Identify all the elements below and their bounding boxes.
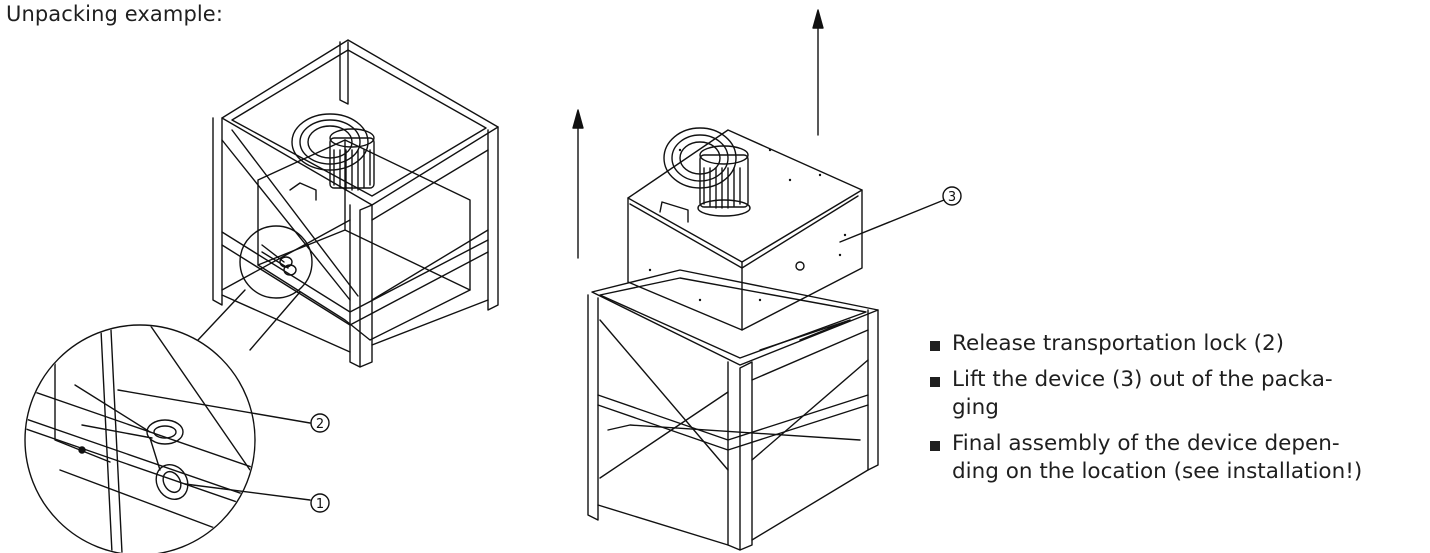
svg-text:1: 1	[316, 497, 324, 512]
step-item: Lift the device (3) out of the packa- gi…	[928, 366, 1428, 422]
page-heading: Unpacking example:	[6, 2, 223, 26]
svg-text:3: 3	[948, 190, 956, 205]
open-packaging-crate	[587, 269, 879, 551]
zoom-connector-line	[249, 291, 301, 351]
zoom-connector-line	[197, 289, 246, 341]
magnified-strap-detail	[24, 324, 311, 553]
packed-device-crate	[212, 39, 499, 368]
step-text: ding on the location (see installation!)	[952, 459, 1363, 484]
unpacking-steps-list: Release transportation lock (2) Lift the…	[928, 330, 1428, 494]
step-item: Final assembly of the device depen- ding…	[928, 430, 1428, 486]
callout-2: 2	[310, 413, 330, 433]
step-text: Lift the device (3) out of the packa-	[952, 367, 1333, 392]
arrow-up-icon	[572, 109, 584, 259]
step-text: ging	[952, 395, 999, 420]
callout-leader	[839, 199, 945, 243]
arrow-up-icon	[812, 9, 824, 136]
step-text: Final assembly of the device depen-	[952, 431, 1340, 456]
callout-3: 3	[942, 186, 962, 206]
step-item: Release transportation lock (2)	[928, 330, 1428, 358]
callout-1: 1	[310, 493, 330, 513]
lifted-device	[627, 127, 863, 331]
step-text: Release transportation lock (2)	[952, 331, 1285, 356]
svg-text:2: 2	[316, 417, 324, 432]
